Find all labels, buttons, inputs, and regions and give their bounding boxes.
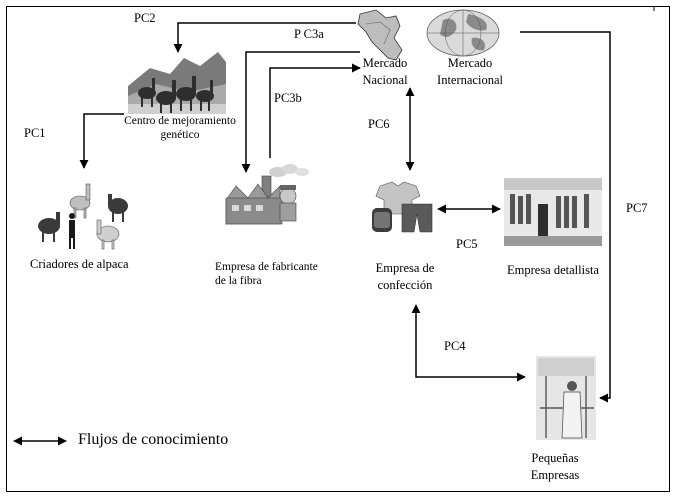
fabricante-label-line1: Empresa de fabricante bbox=[215, 261, 318, 273]
flow-pc6-label: PC6 bbox=[368, 117, 390, 131]
weaver-icon bbox=[536, 356, 596, 440]
mercado-nacional-label: Mercado Nacional bbox=[357, 55, 413, 89]
flow-pc3a-line bbox=[241, 51, 360, 173]
flow-pc2-line bbox=[173, 22, 356, 53]
confeccion-label-line1: Empresa de bbox=[375, 261, 435, 275]
mercado-nacional-line2: Nacional bbox=[362, 73, 408, 87]
diagram-frame bbox=[6, 6, 670, 492]
legend-label: Flujos de conocimiento bbox=[78, 431, 229, 448]
store-icon bbox=[504, 178, 602, 246]
pequenas-label-line2: Empresas bbox=[530, 468, 580, 482]
mercado-internacional-line2: Internacional bbox=[437, 73, 503, 87]
flow-pc3b-line bbox=[269, 63, 361, 158]
flow-pc2-label: PC2 bbox=[134, 11, 156, 25]
factory-icon bbox=[225, 164, 309, 225]
criadores-label: Criadores de alpaca bbox=[30, 257, 129, 271]
pequenas-label: Pequeñas Empresas bbox=[525, 450, 585, 484]
mercado-internacional-label: Mercado Internacional bbox=[430, 55, 510, 89]
clothing-icon bbox=[372, 181, 433, 233]
flow-pc1-label: PC1 bbox=[24, 126, 46, 140]
flow-pc4-line bbox=[411, 304, 526, 382]
globe-icon bbox=[426, 9, 500, 57]
confeccion-label-line2: confección bbox=[377, 278, 433, 292]
confeccion-label: Empresa de confección bbox=[365, 260, 445, 294]
fabricante-label: Empresa de fabricante de la fibra bbox=[215, 260, 318, 288]
centro-label-line2: genético bbox=[160, 129, 200, 141]
mercado-internacional-line1: Mercado bbox=[447, 56, 493, 70]
flow-pc4-label: PC4 bbox=[444, 339, 466, 353]
flow-pc7-label: PC7 bbox=[626, 201, 648, 215]
alpacas-with-herder-icon bbox=[38, 183, 128, 250]
flow-pc3b-label: PC3b bbox=[274, 91, 302, 105]
flow-pc3a-label: P C3a bbox=[294, 27, 324, 41]
pequenas-label-line1: Pequeñas bbox=[531, 451, 579, 465]
detallista-label: Empresa detallista bbox=[507, 263, 599, 277]
flow-pc7-line bbox=[520, 31, 611, 403]
centro-label-line1: Centro de mejoramiento bbox=[124, 115, 236, 127]
alpaca-herd-icon bbox=[128, 52, 226, 114]
flow-pc1-line bbox=[79, 113, 124, 169]
flow-pc5-label: PC5 bbox=[456, 237, 478, 251]
peru-map-icon bbox=[357, 9, 403, 61]
mercado-nacional-line1: Mercado bbox=[362, 56, 408, 70]
fabricante-label-line2: de la fibra bbox=[215, 275, 262, 287]
centro-label: Centro de mejoramiento genético bbox=[110, 114, 250, 142]
